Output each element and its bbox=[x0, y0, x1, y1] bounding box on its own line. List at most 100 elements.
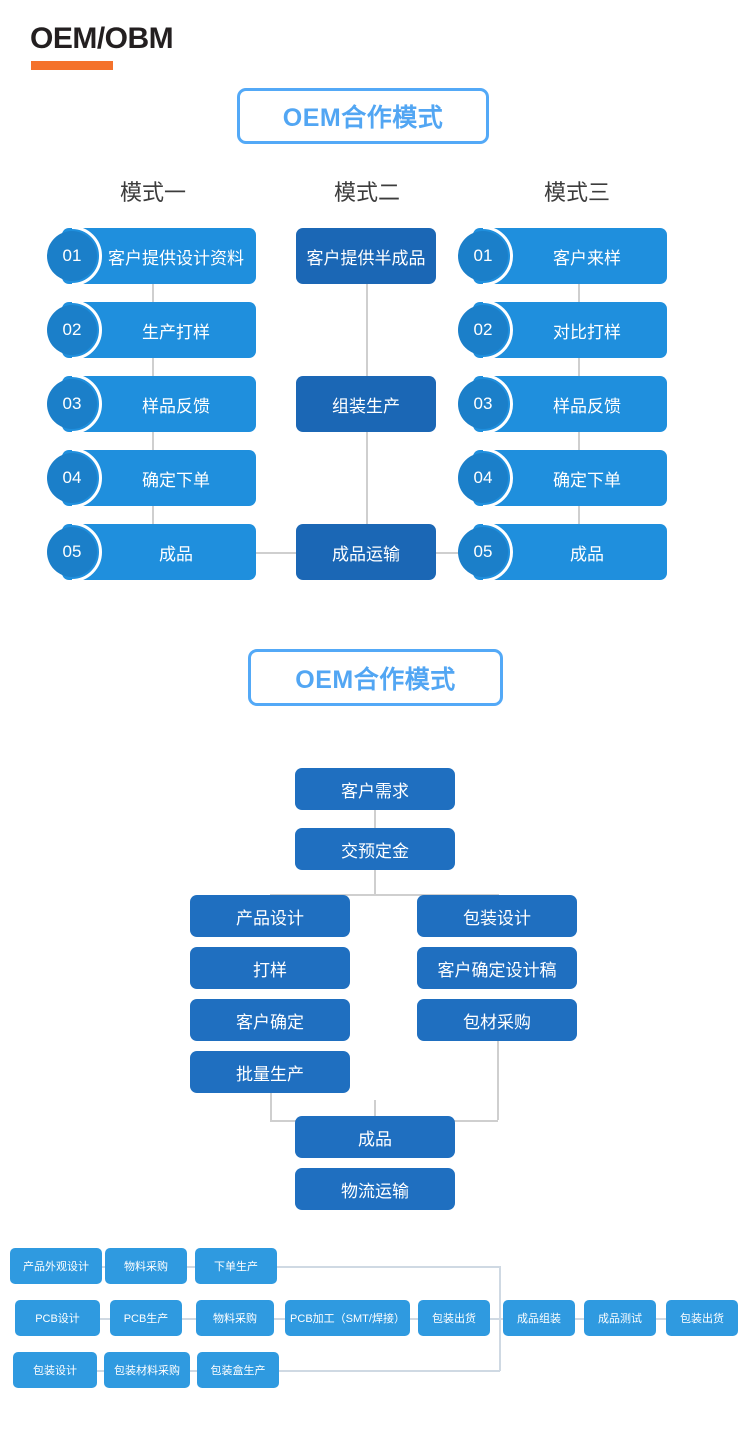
connector-cross-left bbox=[256, 552, 300, 554]
mini-label: 包装设计 bbox=[33, 1365, 77, 1377]
mini-r2-c5[interactable]: 包装出货 bbox=[418, 1300, 490, 1336]
mode1-step-1[interactable]: 01 客户提供设计资料 bbox=[47, 226, 256, 286]
flow-node-label: 打样 bbox=[253, 960, 287, 980]
mini-r3-c3[interactable]: 包装盒生产 bbox=[197, 1352, 279, 1388]
section-banner-label: OEM合作模式 bbox=[295, 665, 456, 694]
mini-r1-c2[interactable]: 物料采购 bbox=[105, 1248, 187, 1284]
flow-conn-demand-deposit bbox=[374, 809, 376, 829]
step-label: 成品运输 bbox=[332, 544, 400, 564]
flow-node-sampling[interactable]: 打样 bbox=[190, 947, 350, 989]
connector-col1-1 bbox=[152, 284, 154, 302]
step-number-badge: 04 bbox=[453, 448, 513, 508]
badge-number: 04 bbox=[458, 453, 508, 503]
badge-number: 03 bbox=[47, 379, 97, 429]
mode1-step-3[interactable]: 03 样品反馈 bbox=[47, 374, 256, 434]
flow-node-label: 物流运输 bbox=[341, 1181, 409, 1201]
mini-label: 包装盒生产 bbox=[210, 1365, 266, 1377]
flow-node-label: 产品设计 bbox=[236, 908, 304, 928]
flow-node-label: 包材采购 bbox=[463, 1012, 531, 1032]
flow-node-label: 客户确定 bbox=[236, 1012, 304, 1032]
mini-label: 包装材料采购 bbox=[114, 1365, 180, 1377]
mode2-step-3[interactable]: 成品运输 bbox=[296, 524, 436, 580]
section-banner-label: OEM合作模式 bbox=[282, 104, 444, 132]
flow-node-product-design[interactable]: 产品设计 bbox=[190, 895, 350, 937]
mini-tail-c2[interactable]: 成品测试 bbox=[584, 1300, 656, 1336]
page-title: OEM/OBM bbox=[30, 22, 174, 55]
mini-label: 成品测试 bbox=[598, 1313, 642, 1325]
mode3-step-1[interactable]: 01 客户来样 bbox=[458, 226, 667, 286]
mini-bracket-bottom bbox=[279, 1370, 500, 1372]
mini-r1-c1[interactable]: 产品外观设计 bbox=[10, 1248, 102, 1284]
mini-label: 物料采购 bbox=[124, 1261, 168, 1273]
mode3-step-3[interactable]: 03 样品反馈 bbox=[458, 374, 667, 434]
mini-conn-r2-4 bbox=[410, 1318, 423, 1320]
badge-number: 03 bbox=[458, 379, 508, 429]
flow-conn-left-tail bbox=[270, 1092, 272, 1120]
connector-cross-right bbox=[433, 552, 477, 554]
mode1-step-4[interactable]: 04 确定下单 bbox=[47, 448, 256, 508]
mode3-step-2[interactable]: 02 对比打样 bbox=[458, 300, 667, 360]
mode-heading-two: 模式二 bbox=[333, 180, 400, 205]
connector-col1-3 bbox=[152, 432, 154, 450]
flow-node-deposit[interactable]: 交预定金 bbox=[295, 828, 455, 870]
step-number-badge: 01 bbox=[453, 226, 513, 286]
step-label: 组装生产 bbox=[332, 396, 400, 416]
mini-label: 包装出货 bbox=[680, 1313, 724, 1325]
flow-node-mass-production[interactable]: 批量生产 bbox=[190, 1051, 350, 1093]
step-label: 生产打样 bbox=[142, 322, 210, 342]
mode1-step-2[interactable]: 02 生产打样 bbox=[47, 300, 256, 360]
mini-bracket-out bbox=[490, 1318, 510, 1320]
mini-bracket-top bbox=[277, 1266, 500, 1268]
connector-col3-4 bbox=[578, 506, 580, 524]
flow-node-logistics[interactable]: 物流运输 bbox=[295, 1168, 455, 1210]
mini-conn-r3-1 bbox=[97, 1370, 109, 1372]
step-number-badge: 01 bbox=[42, 226, 102, 286]
flow-node-label: 交预定金 bbox=[341, 841, 409, 861]
flow-node-packing-material-purchase[interactable]: 包材采购 bbox=[417, 999, 577, 1041]
mini-label: PCB设计 bbox=[35, 1313, 80, 1325]
badge-number: 04 bbox=[47, 453, 97, 503]
step-label: 客户提供设计资料 bbox=[108, 248, 244, 268]
connector-col3-2 bbox=[578, 358, 580, 376]
flow-node-customer-demand[interactable]: 客户需求 bbox=[295, 768, 455, 810]
flow-node-label: 包装设计 bbox=[463, 908, 531, 928]
mini-r1-c3[interactable]: 下单生产 bbox=[195, 1248, 277, 1284]
section-banner-oem-flow: OEM合作模式 bbox=[248, 649, 503, 706]
step-number-badge: 02 bbox=[453, 300, 513, 360]
mini-r2-c3[interactable]: 物料采购 bbox=[196, 1300, 274, 1336]
mini-label: 物料采购 bbox=[213, 1313, 257, 1325]
mode2-step-1[interactable]: 客户提供半成品 bbox=[296, 228, 436, 284]
badge-number: 02 bbox=[47, 305, 97, 355]
badge-number: 05 bbox=[47, 527, 97, 577]
mini-r3-c1[interactable]: 包装设计 bbox=[13, 1352, 97, 1388]
title-underline-accent bbox=[31, 61, 113, 70]
mini-label: 下单生产 bbox=[214, 1261, 258, 1273]
mode2-step-2[interactable]: 组装生产 bbox=[296, 376, 436, 432]
flow-node-customer-confirm[interactable]: 客户确定 bbox=[190, 999, 350, 1041]
mini-r3-c2[interactable]: 包装材料采购 bbox=[104, 1352, 190, 1388]
badge-number: 02 bbox=[458, 305, 508, 355]
mini-r2-c2[interactable]: PCB生产 bbox=[110, 1300, 182, 1336]
flow-node-customer-confirm-artwork[interactable]: 客户确定设计稿 bbox=[417, 947, 577, 989]
mode3-step-5[interactable]: 05 成品 bbox=[458, 522, 667, 582]
flow-node-label: 批量生产 bbox=[236, 1064, 304, 1084]
badge-number: 01 bbox=[458, 231, 508, 281]
flow-conn-right-tail bbox=[497, 1040, 499, 1120]
flow-node-finished-goods[interactable]: 成品 bbox=[295, 1116, 455, 1158]
mode1-step-5[interactable]: 05 成品 bbox=[47, 522, 256, 582]
mini-r2-c1[interactable]: PCB设计 bbox=[15, 1300, 100, 1336]
connector-col1-4 bbox=[152, 506, 154, 524]
step-label: 确定下单 bbox=[553, 470, 621, 490]
connector-col3-3 bbox=[578, 432, 580, 450]
connector-col3-1 bbox=[578, 284, 580, 302]
mini-tail-c3[interactable]: 包装出货 bbox=[666, 1300, 738, 1336]
flow-node-package-design[interactable]: 包装设计 bbox=[417, 895, 577, 937]
mini-label: PCB加工（SMT/焊接） bbox=[290, 1313, 405, 1325]
mini-tail-c1[interactable]: 成品组装 bbox=[503, 1300, 575, 1336]
section-banner-oem-modes: OEM合作模式 bbox=[237, 88, 489, 144]
step-label: 客户提供半成品 bbox=[306, 248, 426, 268]
mini-r2-c4[interactable]: PCB加工（SMT/焊接） bbox=[285, 1300, 410, 1336]
connector-col1-2 bbox=[152, 358, 154, 376]
mode3-step-4[interactable]: 04 确定下单 bbox=[458, 448, 667, 508]
mini-label: 包装出货 bbox=[432, 1313, 476, 1325]
